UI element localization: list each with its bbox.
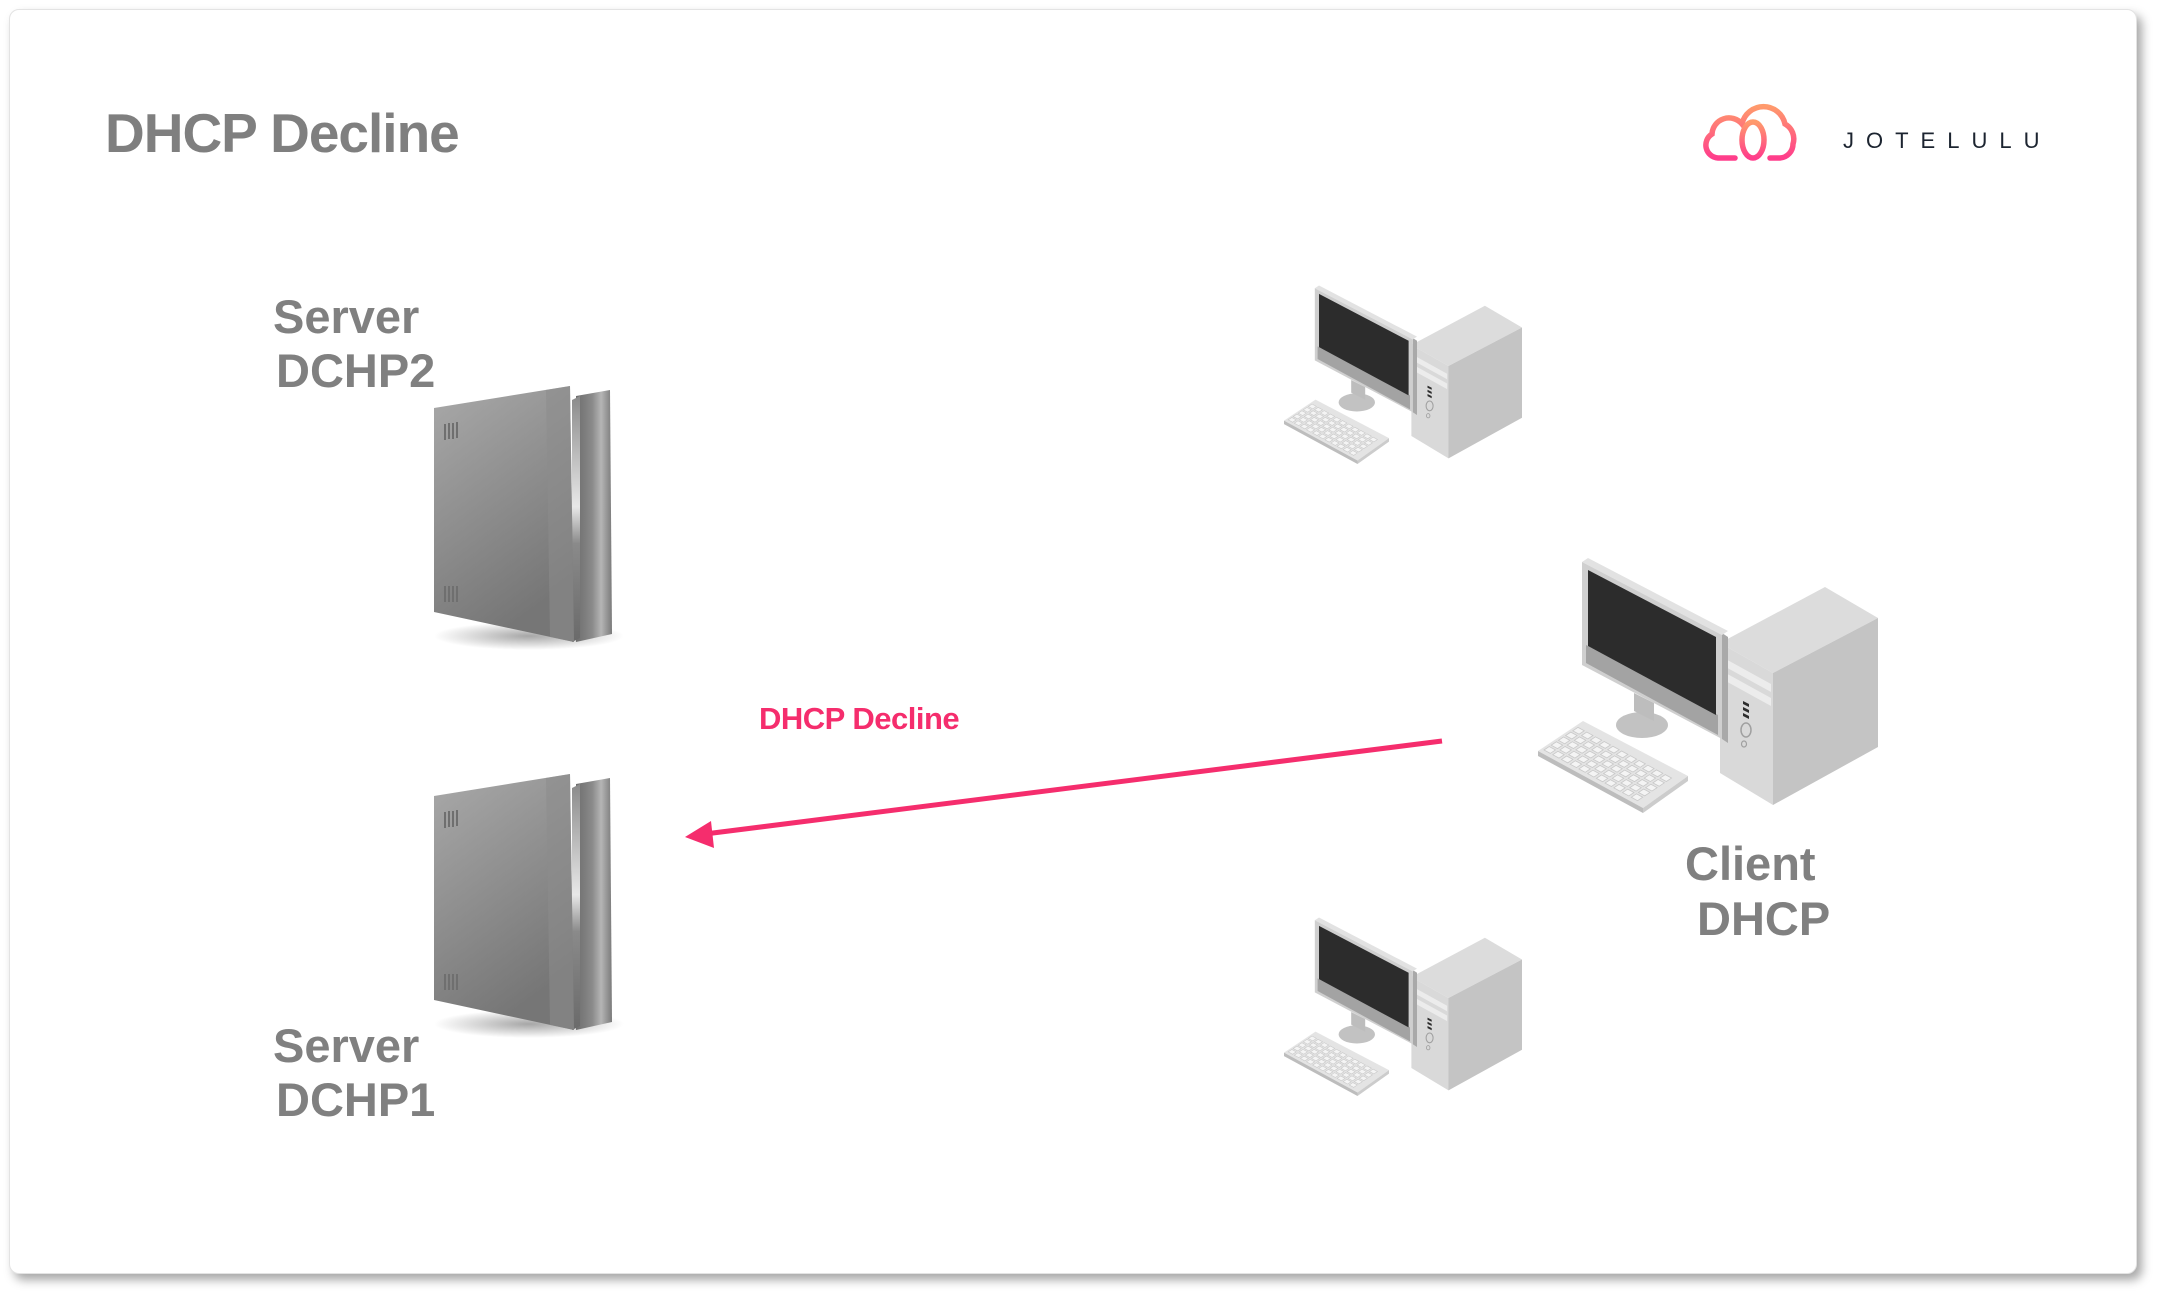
cloud-logo-icon	[1703, 103, 1797, 161]
brand-logo: JOTELULU	[1703, 103, 2051, 161]
server-2-label-line2: DCHP2	[276, 344, 435, 397]
client-node[interactable]: Client DHCP	[1537, 557, 1879, 945]
dhcp-decline-message: DHCP Decline	[685, 701, 1443, 848]
desktop-computer-icon	[1283, 284, 1523, 465]
page-title: DHCP Decline	[105, 102, 459, 164]
peer-computer-top[interactable]	[1283, 284, 1523, 465]
client-label-line1: Client	[1685, 837, 1816, 890]
desktop-computer-icon	[1283, 916, 1523, 1097]
message-label: DHCP Decline	[759, 701, 959, 736]
server-1-label-line2: DCHP1	[276, 1073, 435, 1126]
server-1-label-line1: Server	[273, 1019, 419, 1072]
server-1-node[interactable]: Server DCHP1	[273, 774, 624, 1126]
desktop-computer-icon	[1537, 557, 1879, 814]
server-icon	[434, 774, 624, 1038]
brand-name: JOTELULU	[1843, 128, 2051, 153]
message-arrow-line	[704, 738, 1443, 837]
server-2-node[interactable]: Server DCHP2	[273, 290, 624, 650]
client-label-line2: DHCP	[1697, 892, 1830, 945]
arrowhead-icon	[685, 821, 714, 848]
server-icon	[434, 386, 624, 650]
peer-computer-bottom[interactable]	[1283, 916, 1523, 1097]
server-2-label-line1: Server	[273, 290, 419, 343]
